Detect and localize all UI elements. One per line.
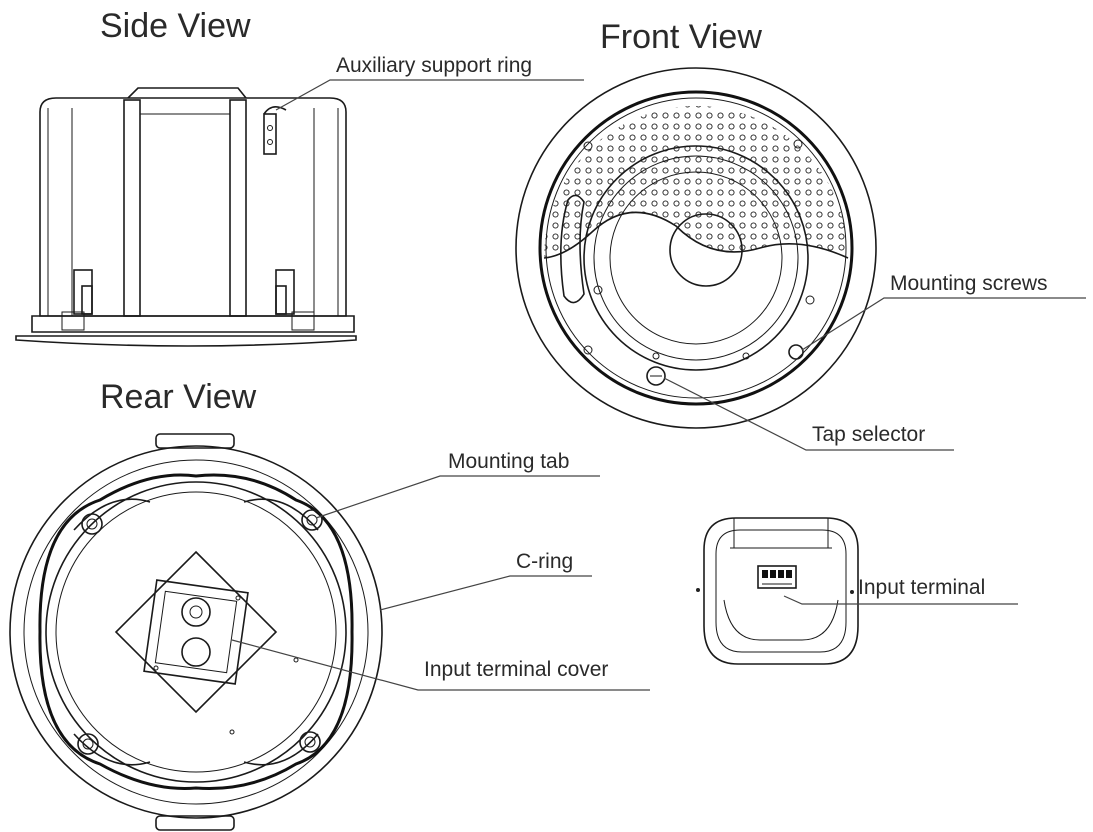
- side-view-drawing: [15, 87, 357, 347]
- auxiliary-support-ring-leader: [275, 79, 584, 111]
- input-terminal-cover-label: Input terminal cover: [424, 658, 608, 681]
- input-terminal-leader: [783, 595, 1018, 605]
- tap-selector-label: Tap selector: [812, 423, 925, 446]
- c-ring-label: C-ring: [516, 550, 573, 573]
- front-view-drawing: [515, 67, 877, 429]
- input-terminal-cover-leader: [231, 639, 650, 691]
- rear-view-drawing: [9, 433, 383, 831]
- input-terminal-drawing: [696, 517, 859, 665]
- mounting-tab-label: Mounting tab: [448, 450, 569, 473]
- front-view-title: Front View: [600, 18, 762, 56]
- c-ring-leader: [379, 575, 592, 611]
- mounting-screws-leader: [801, 297, 1086, 351]
- auxiliary-support-ring-label: Auxiliary support ring: [336, 54, 532, 77]
- mounting-tab-leader: [315, 475, 600, 519]
- side-view-title: Side View: [100, 7, 251, 45]
- tap-selector-leader: [663, 377, 954, 451]
- rear-view-title: Rear View: [100, 378, 257, 416]
- input-terminal-label: Input terminal: [858, 576, 985, 599]
- mounting-screws-label: Mounting screws: [890, 272, 1048, 295]
